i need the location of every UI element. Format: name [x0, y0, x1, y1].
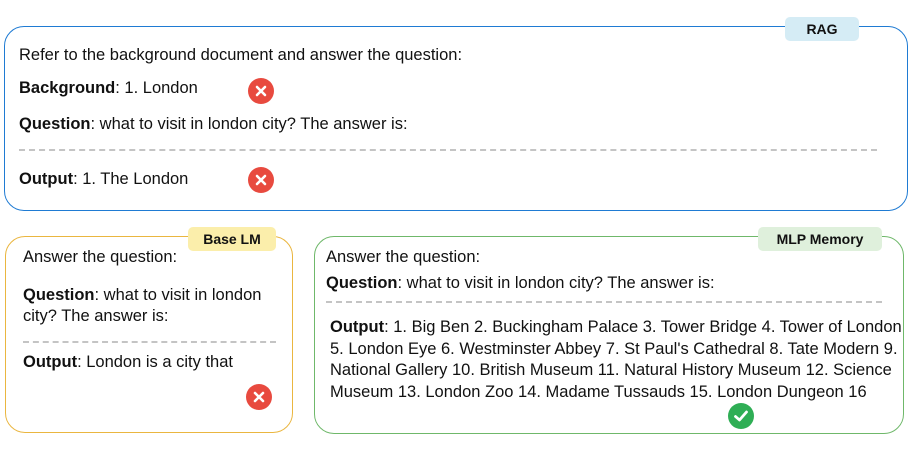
mlp-memory-tag: MLP Memory — [758, 227, 882, 251]
base-lm-tag: Base LM — [188, 227, 276, 251]
mlp-memory-question-text: : what to visit in london city? The answ… — [397, 274, 715, 292]
rag-output-label: Output — [19, 170, 74, 188]
base-lm-output-text: : London is a city that — [77, 353, 233, 371]
mlp-memory-output-label: Output — [330, 318, 385, 336]
check-circle-icon — [728, 403, 754, 429]
base-lm-output: Output: London is a city that — [23, 352, 233, 373]
x-circle-icon — [248, 167, 274, 193]
mlp-memory-instruction: Answer the question: — [326, 248, 481, 266]
mlp-memory-divider — [326, 301, 882, 303]
rag-background-label: Background — [19, 79, 116, 97]
rag-question-label: Question — [19, 115, 91, 133]
rag-panel — [4, 26, 908, 211]
base-lm-panel — [5, 236, 293, 433]
rag-divider — [19, 149, 877, 151]
base-lm-question-label: Question — [23, 286, 95, 304]
mlp-memory-question: Question: what to visit in london city? … — [326, 273, 715, 294]
rag-question: Question: what to visit in london city? … — [19, 114, 408, 135]
mlp-memory-question-label: Question — [326, 274, 398, 292]
base-lm-divider — [23, 341, 276, 343]
mlp-memory-output-text: : 1. Big Ben 2. Buckingham Palace 3. Tow… — [330, 318, 902, 401]
rag-background-text: : 1. London — [115, 79, 198, 97]
rag-output: Output: 1. The London — [19, 169, 188, 190]
x-circle-icon — [246, 384, 272, 410]
rag-instruction: Refer to the background document and ans… — [19, 46, 463, 64]
mlp-memory-panel — [314, 236, 904, 434]
base-lm-instruction: Answer the question: — [23, 248, 178, 266]
base-lm-question: Question: what to visit in london city? … — [23, 285, 288, 327]
rag-output-text: : 1. The London — [73, 170, 189, 188]
mlp-memory-output: Output: 1. Big Ben 2. Buckingham Palace … — [330, 317, 902, 403]
base-lm-output-label: Output — [23, 353, 78, 371]
base-lm-question-text: : what to visit in london city? The answ… — [23, 286, 262, 325]
x-circle-icon — [248, 78, 274, 104]
rag-tag: RAG — [785, 17, 859, 41]
rag-question-text: : what to visit in london city? The answ… — [90, 115, 408, 133]
rag-background: Background: 1. London — [19, 78, 198, 99]
